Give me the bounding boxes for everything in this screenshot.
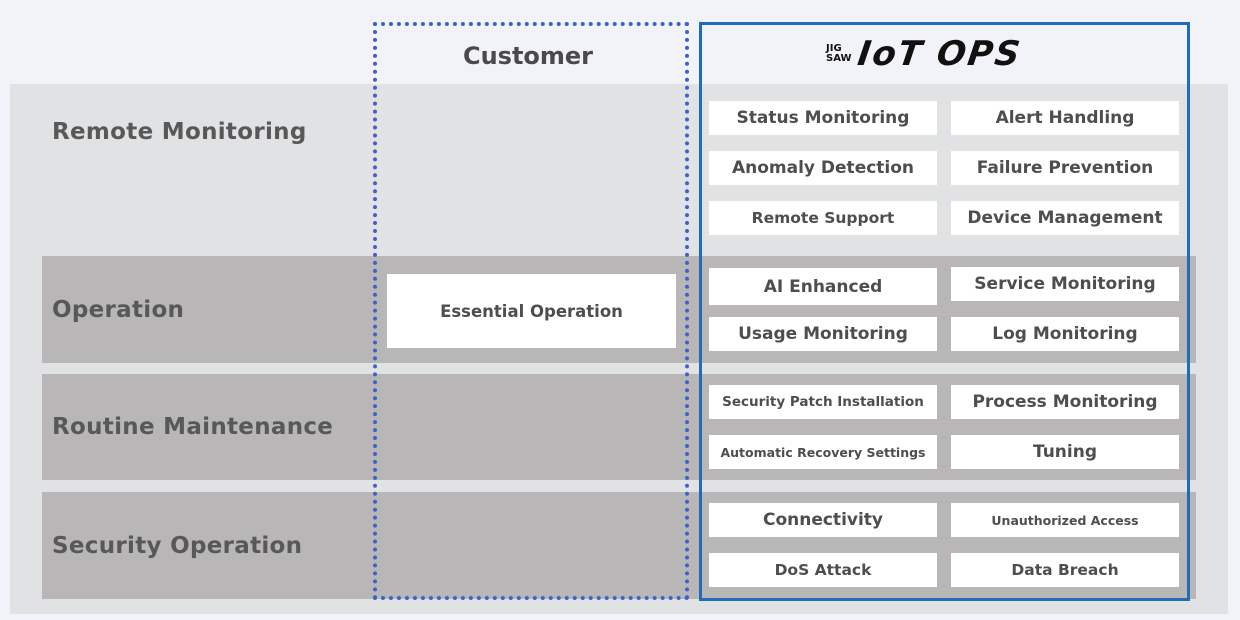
row-label-remote-monitoring: Remote Monitoring: [52, 119, 307, 145]
iot-ops-column: [699, 22, 1190, 601]
iot-item-automatic-recovery-settings: Automatic Recovery Settings: [709, 435, 937, 469]
iot-item-status-monitoring: Status Monitoring: [709, 101, 937, 135]
customer-item-essential-operation: Essential Operation: [387, 274, 676, 348]
iot-item-usage-monitoring: Usage Monitoring: [709, 317, 937, 351]
jigsaw-iot-ops-logo: JIG SAW IoT OPS: [826, 34, 1024, 74]
logo-product: IoT OPS: [854, 34, 1024, 74]
logo-brand-bottom: SAW: [826, 53, 852, 64]
row-label-security-operation: Security Operation: [52, 533, 303, 559]
row-label-operation: Operation: [52, 297, 185, 323]
logo-brand-top: JIG: [826, 43, 842, 54]
logo-brand: JIG SAW: [826, 44, 852, 64]
iot-item-log-monitoring: Log Monitoring: [951, 317, 1179, 351]
iot-item-dos-attack: DoS Attack: [709, 553, 937, 587]
iot-item-data-breach: Data Breach: [951, 553, 1179, 587]
iot-item-ai-enhanced: AI Enhanced: [709, 268, 937, 305]
iot-item-connectivity: Connectivity: [709, 503, 937, 537]
row-label-routine-maintenance: Routine Maintenance: [52, 414, 334, 440]
iot-item-process-monitoring: Process Monitoring: [951, 385, 1179, 419]
customer-title: Customer: [462, 42, 594, 70]
iot-item-device-management: Device Management: [951, 201, 1179, 235]
customer-column: [373, 22, 689, 600]
iot-item-remote-support: Remote Support: [709, 201, 937, 235]
iot-item-tuning: Tuning: [951, 435, 1179, 469]
iot-item-failure-prevention: Failure Prevention: [951, 151, 1179, 185]
iot-item-security-patch-installation: Security Patch Installation: [709, 385, 937, 419]
iot-item-unauthorized-access: Unauthorized Access: [951, 503, 1179, 537]
iot-item-alert-handling: Alert Handling: [951, 101, 1179, 135]
iot-item-service-monitoring: Service Monitoring: [951, 267, 1179, 301]
iot-item-anomaly-detection: Anomaly Detection: [709, 151, 937, 185]
